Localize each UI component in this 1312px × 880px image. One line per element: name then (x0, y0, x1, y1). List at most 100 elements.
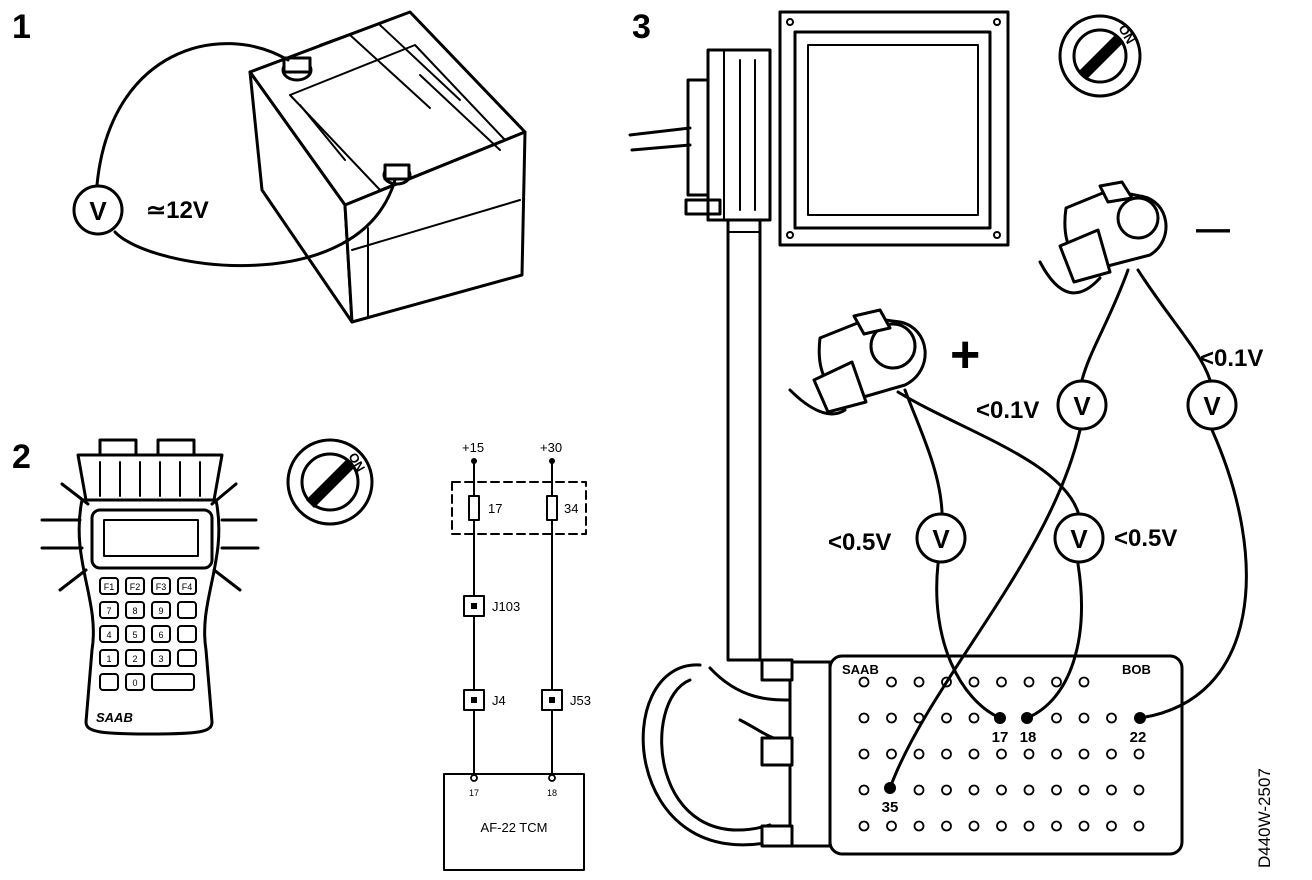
bob-pin-hole (1023, 676, 1035, 688)
scan-tool-key (151, 625, 171, 643)
bob-pin-hole (1023, 820, 1035, 832)
bob-pin-hole (941, 748, 952, 760)
bob-name: BOB (1122, 662, 1151, 677)
bob-brand: SAAB (842, 662, 879, 677)
scan-tool-illustration (40, 438, 260, 736)
scan-tool-key (177, 601, 197, 619)
svg-text:V: V (1073, 391, 1091, 421)
reading-positive-left: <0.5V (828, 529, 891, 556)
scan-tool-key (99, 577, 119, 595)
breakout-box: SAAB BOB 17 18 22 35 (828, 654, 1184, 856)
scan-tool-key-label: F2 (130, 582, 141, 592)
scan-tool-key (99, 673, 119, 691)
tcm-label: AF-22 TCM (481, 820, 548, 835)
bob-pin-hole (941, 784, 952, 796)
ignition-switch-on: ON (286, 438, 374, 526)
bob-pin-hole (968, 784, 980, 796)
bob-pin-hole (1133, 820, 1145, 832)
svg-text:V: V (1070, 524, 1088, 554)
scan-tool-brand: SAAB (96, 710, 133, 725)
positive-battery-terminal (788, 308, 927, 416)
bob-pin-hole (886, 712, 897, 724)
scan-tool-key (99, 649, 119, 667)
scan-tool-key (151, 577, 171, 595)
reading-negative-right: <0.1V (1200, 345, 1263, 372)
scan-tool-key-label: 8 (132, 606, 137, 616)
bob-pin-hole (1078, 676, 1090, 688)
bob-pin-hole (886, 820, 897, 832)
scan-tool-key (151, 601, 171, 619)
scan-tool-key (125, 649, 145, 667)
bob-pin-17-label: 17 (992, 729, 1009, 746)
bob-pin-hole (886, 676, 897, 688)
bob-pin-hole (858, 676, 870, 688)
connector-j53-label: J53 (570, 693, 591, 708)
breakout-box-pin-grid (858, 676, 1145, 832)
step-2-label: 2 (12, 438, 31, 476)
bob-pin-hole (1023, 784, 1035, 796)
scan-tool-key (177, 649, 197, 667)
tcm-unit-illustration (628, 10, 1010, 662)
bob-pin-hole (996, 676, 1007, 688)
tcm-pin-17-label: 17 (469, 788, 479, 798)
bob-pin-hole (1078, 784, 1090, 796)
voltmeter-positive-right: V (1053, 512, 1105, 564)
bob-pin-hole (1051, 784, 1062, 796)
connector-j4-label: J4 (492, 693, 506, 708)
voltmeter-symbol: V (89, 196, 107, 226)
bob-pin-hole (1078, 712, 1090, 724)
svg-text:V: V (1203, 391, 1221, 421)
positive-polarity-label: + (950, 326, 980, 384)
scan-tool-key-label: 3 (158, 654, 163, 664)
bob-pin-hole (1051, 748, 1062, 760)
bob-pin-hole (858, 748, 870, 760)
scan-tool-key-label: 4 (106, 630, 111, 640)
bob-pin-hole (996, 784, 1007, 796)
bob-pin-hole (968, 748, 980, 760)
reading-positive-right: <0.5V (1114, 525, 1177, 552)
voltmeter-positive-left: V (915, 512, 967, 564)
bob-pin-hole (1051, 712, 1062, 724)
supply-plus30-label: +30 (540, 440, 562, 455)
bob-pin-hole (913, 820, 925, 832)
bob-pin-hole (941, 712, 952, 724)
battery-negative-lead (113, 178, 397, 268)
negative-battery-terminal (1038, 180, 1168, 295)
wiring-schematic: +15 +30 17 34 J103 J4 J53 17 18 AF-22 TC… (443, 440, 591, 871)
battery-voltmeter: V (72, 184, 124, 236)
bob-harness (641, 658, 832, 848)
bob-pin-hole (858, 712, 870, 724)
bob-pin-hole (1106, 784, 1117, 796)
bob-pin-hole (858, 784, 870, 796)
bob-pin-hole (858, 820, 870, 832)
bob-pin-hole (996, 748, 1007, 760)
bob-pin-hole (913, 748, 925, 760)
bob-pin-hole (1051, 676, 1062, 688)
bob-pin-hole (968, 676, 980, 688)
scan-tool-key-label: 5 (132, 630, 137, 640)
bob-pin-hole (941, 820, 952, 832)
scan-tool-key-label: 2 (132, 654, 137, 664)
battery-voltage-reading: ≃12V (146, 197, 209, 224)
measuring-leads (888, 268, 1248, 790)
bob-pin-hole (1106, 820, 1117, 832)
bob-pin-hole (968, 712, 980, 724)
battery-illustration (248, 10, 527, 324)
ignition-switch-on-step3: ON (1058, 14, 1142, 98)
bob-pin-hole (913, 784, 925, 796)
bob-pin-hole (1106, 712, 1117, 724)
tcm-pin-18-label: 18 (547, 788, 557, 798)
scan-tool-key (125, 601, 145, 619)
bob-pin-hole (1051, 820, 1062, 832)
scan-tool-key-label: 6 (158, 630, 163, 640)
reading-negative-left: <0.1V (976, 397, 1039, 424)
scan-tool-key (125, 673, 145, 691)
svg-text:V: V (932, 524, 950, 554)
scan-tool-key (99, 601, 119, 619)
figure-code: D440W-2507 (1255, 768, 1274, 868)
bob-pin-hole (996, 820, 1007, 832)
scan-tool-key (177, 625, 197, 643)
scan-tool-key (125, 625, 145, 643)
scan-tool-key-label: F4 (182, 582, 193, 592)
